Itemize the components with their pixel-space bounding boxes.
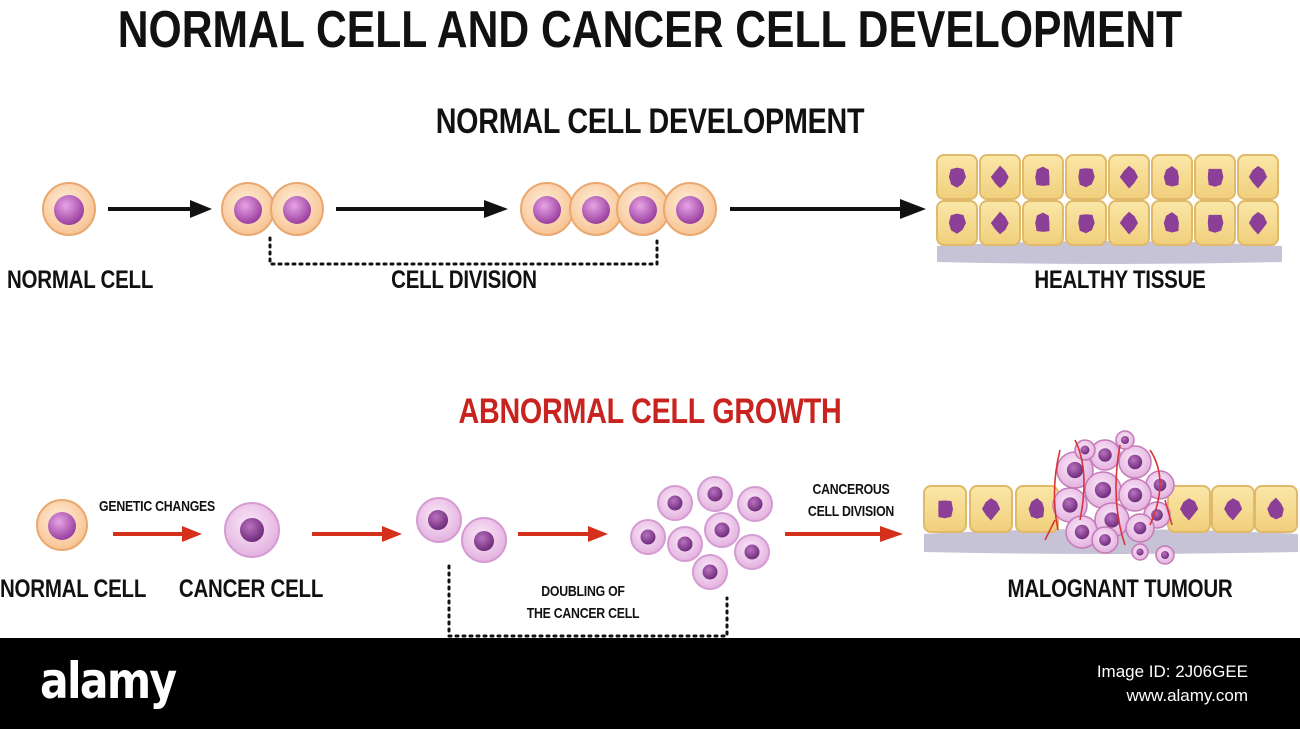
cancer-cell — [734, 534, 770, 570]
cell-division-bracket — [268, 236, 659, 266]
cancer-cell — [657, 485, 693, 521]
doubling-bracket — [447, 564, 729, 638]
brand-logo: alamy — [40, 652, 177, 710]
tissue-cell — [923, 485, 967, 533]
cancerous-division-label-line1: CANCEROUS — [812, 481, 890, 498]
arrow-icon — [108, 200, 212, 218]
cancer-cell — [737, 486, 773, 522]
red-arrow-icon — [518, 526, 608, 542]
abnormal-section-heading: ABNORMAL CELL GROWTH — [458, 392, 842, 431]
cancer-cell — [697, 476, 733, 512]
tissue-cell — [979, 154, 1021, 200]
arrow-icon — [336, 200, 508, 218]
dividing-cells-pair-icon — [221, 182, 324, 236]
normal-section-heading: NORMAL CELL DEVELOPMENT — [435, 102, 865, 141]
arrow-icon — [730, 199, 926, 219]
cancerous-division-label-line2: CELL DIVISION — [807, 503, 895, 520]
tissue-cell — [1065, 154, 1107, 200]
image-id-text: Image ID: 2J06GEE — [1096, 662, 1248, 681]
tumour-mass — [1044, 430, 1175, 565]
healthy-tissue-label: HEALTHY TISSUE — [1034, 266, 1206, 294]
cell-division-label: CELL DIVISION — [391, 266, 537, 294]
cancer-cell — [667, 526, 703, 562]
tissue-cell — [1108, 154, 1150, 200]
cancer-cell-icon — [224, 502, 280, 558]
watermark-footer: alamy Image ID: 2J06GEE www.alamy.com — [0, 638, 1300, 729]
cell-development-diagram — [36, 154, 1298, 638]
tissue-cell — [1211, 485, 1255, 533]
healthy-tissue-icon — [936, 154, 1282, 264]
tissue-cell — [1194, 154, 1236, 200]
tissue-cell — [969, 485, 1013, 533]
normal-cell-label-abnormal: NORMAL CELL — [0, 575, 147, 603]
main-title: NORMAL CELL AND CANCER CELL DEVELOPMENT — [117, 1, 1183, 59]
normal-cell-icon — [42, 182, 96, 236]
red-arrow-icon — [785, 526, 903, 542]
tissue-cell — [1022, 200, 1064, 246]
malignant-tumour-label: MALOGNANT TUMOUR — [1007, 575, 1233, 603]
tissue-cell — [1151, 154, 1193, 200]
doubled-cancer-cells-icon — [416, 497, 507, 563]
cancer-cell — [704, 512, 740, 548]
tissue-cell — [1254, 485, 1298, 533]
tissue-cell — [1022, 154, 1064, 200]
genetic-changes-label: GENETIC CHANGES — [99, 498, 215, 515]
tissue-cell — [1237, 200, 1279, 246]
red-arrow-icon — [312, 526, 402, 542]
site-url-text: www.alamy.com — [1126, 686, 1248, 705]
tissue-cell — [979, 200, 1021, 246]
doubling-label-line2: THE CANCER CELL — [526, 605, 640, 622]
tissue-cell — [1194, 200, 1236, 246]
tissue-cell — [1167, 485, 1211, 533]
tissue-cell — [936, 200, 978, 246]
cancer-cell — [630, 519, 666, 555]
normal-cell-icon — [36, 499, 88, 551]
dividing-cells-quad-icon — [520, 182, 717, 236]
red-arrow-icon — [113, 526, 202, 542]
cancer-cell-label: CANCER CELL — [178, 575, 324, 603]
cancer-cell — [692, 554, 728, 590]
cancer-cell-cluster-icon — [630, 476, 773, 590]
tissue-cell — [936, 154, 978, 200]
malignant-tumour-icon — [923, 430, 1298, 565]
doubling-label-line1: DOUBLING OF — [541, 583, 625, 600]
tissue-cell — [1015, 485, 1059, 533]
tissue-cell — [1237, 154, 1279, 200]
tissue-cell — [1151, 200, 1193, 246]
tissue-cell — [1108, 200, 1150, 246]
normal-cell-label: NORMAL CELL — [7, 266, 154, 294]
tissue-cell — [1065, 200, 1107, 246]
